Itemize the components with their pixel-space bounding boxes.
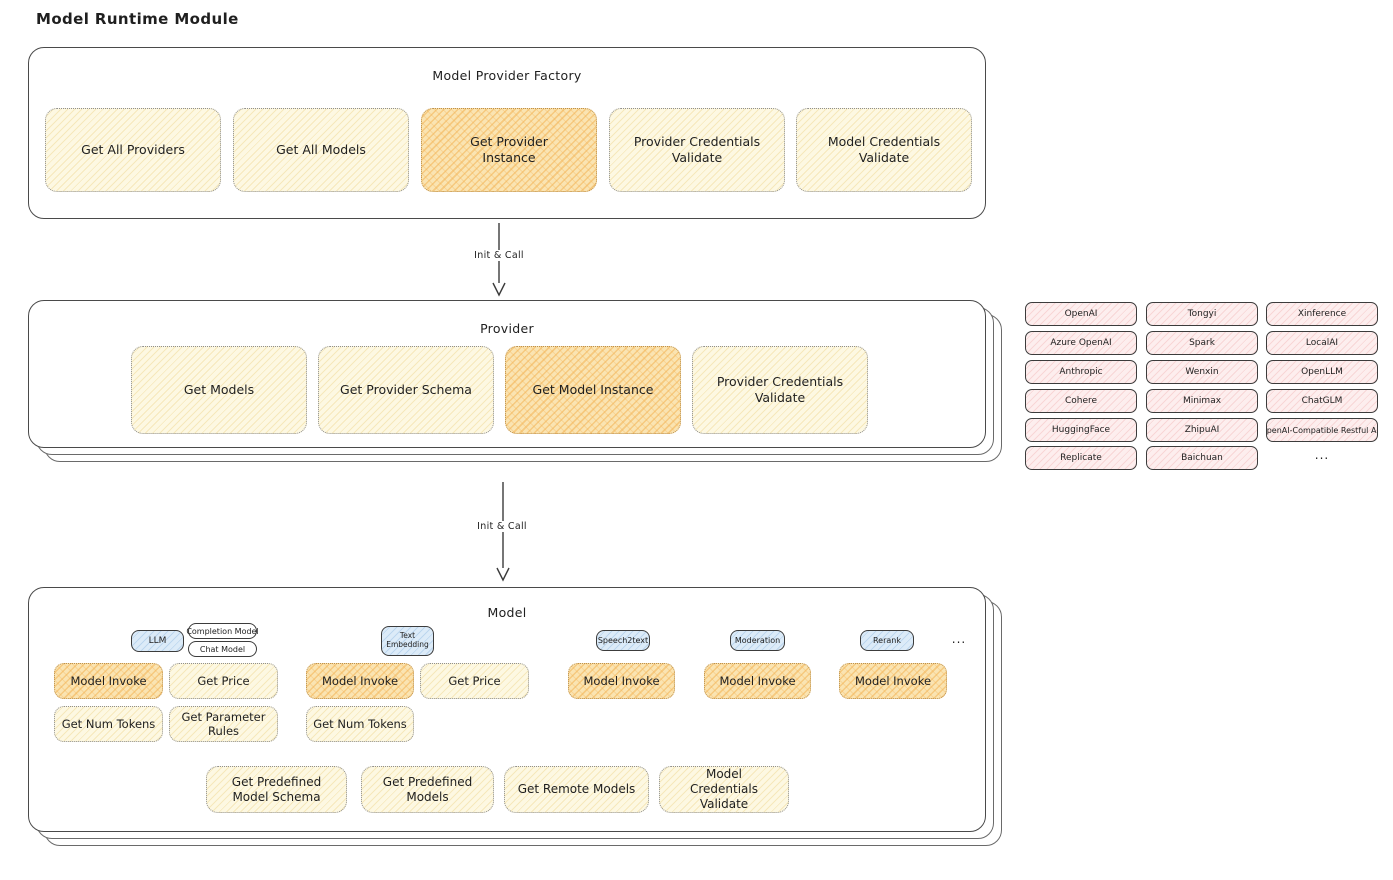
get-predefined-model-schema-box: Get Predefined Model Schema bbox=[206, 766, 347, 813]
vendor-chatglm: ChatGLM bbox=[1266, 389, 1378, 413]
get-predefined-models-box: Get Predefined Models bbox=[361, 766, 494, 813]
vendor-huggingface: HuggingFace bbox=[1025, 418, 1137, 442]
provider-credentials-validate-box: Provider Credentials Validate bbox=[609, 108, 785, 192]
model-invoke-moderation-box: Model Invoke bbox=[704, 663, 811, 699]
get-provider-schema-box: Get Provider Schema bbox=[318, 346, 494, 434]
vendor-zhipuai: ZhipuAI bbox=[1146, 418, 1258, 442]
get-num-tokens-embedding-box: Get Num Tokens bbox=[306, 706, 414, 742]
vendor-baichuan: Baichuan bbox=[1146, 446, 1258, 470]
tab-speech2text: Speech2text bbox=[596, 630, 650, 651]
vendor-cohere: Cohere bbox=[1025, 389, 1137, 413]
vendor-ellipsis: ... bbox=[1314, 448, 1330, 462]
factory-panel: Model Provider Factory Get All Providers… bbox=[28, 47, 986, 219]
model-panel: Model LLM Completion Model Chat Model Te… bbox=[28, 587, 986, 832]
page-title: Model Runtime Module bbox=[36, 10, 239, 28]
get-model-instance-box: Get Model Instance bbox=[505, 346, 681, 434]
vendor-openllm: OpenLLM bbox=[1266, 360, 1378, 384]
get-all-providers-box: Get All Providers bbox=[45, 108, 221, 192]
model-credentials-validate-box-2: Model Credentials Validate bbox=[659, 766, 789, 813]
factory-title: Model Provider Factory bbox=[432, 68, 582, 83]
vendor-wenxin: Wenxin bbox=[1146, 360, 1258, 384]
tab-rerank: Rerank bbox=[860, 630, 914, 651]
vendor-openai: OpenAI bbox=[1025, 302, 1137, 326]
tab-text-embedding: Text Embedding bbox=[381, 626, 434, 656]
provider-panel: Provider Get Models Get Provider Schema … bbox=[28, 300, 986, 448]
model-invoke-speech2text-box: Model Invoke bbox=[568, 663, 675, 699]
vendor-replicate: Replicate bbox=[1025, 446, 1137, 470]
tabs-ellipsis: ... bbox=[951, 632, 967, 646]
get-provider-instance-box: Get Provider Instance bbox=[421, 108, 597, 192]
arrow-init-call-2-icon bbox=[496, 482, 510, 582]
tab-completion-model: Completion Model bbox=[186, 623, 259, 639]
get-num-tokens-llm-box: Get Num Tokens bbox=[54, 706, 163, 742]
arrow1-label: Init & Call bbox=[459, 250, 539, 261]
vendor-anthropic: Anthropic bbox=[1025, 360, 1137, 384]
get-price-embedding-box: Get Price bbox=[420, 663, 529, 699]
tab-moderation: Moderation bbox=[730, 630, 785, 651]
model-invoke-embedding-box: Model Invoke bbox=[306, 663, 414, 699]
get-all-models-box: Get All Models bbox=[233, 108, 409, 192]
get-parameter-rules-box: Get Parameter Rules bbox=[169, 706, 278, 742]
provider-credentials-validate-box-2: Provider Credentials Validate bbox=[692, 346, 868, 434]
get-remote-models-box: Get Remote Models bbox=[504, 766, 649, 813]
model-invoke-rerank-box: Model Invoke bbox=[839, 663, 947, 699]
vendor-openai-compatible: OpenAI-Compatible Restful API bbox=[1266, 418, 1378, 442]
model-credentials-validate-box: Model Credentials Validate bbox=[796, 108, 972, 192]
tab-llm: LLM bbox=[131, 630, 184, 652]
provider-title: Provider bbox=[480, 321, 534, 336]
vendor-xinference: Xinference bbox=[1266, 302, 1378, 326]
arrow2-label: Init & Call bbox=[462, 521, 542, 532]
get-price-llm-box: Get Price bbox=[169, 663, 278, 699]
vendor-spark: Spark bbox=[1146, 331, 1258, 355]
model-title: Model bbox=[487, 605, 527, 620]
model-invoke-llm-box: Model Invoke bbox=[54, 663, 163, 699]
vendor-localai: LocalAI bbox=[1266, 331, 1378, 355]
vendor-tongyi: Tongyi bbox=[1146, 302, 1258, 326]
tab-chat-model: Chat Model bbox=[188, 641, 257, 657]
get-models-box: Get Models bbox=[131, 346, 307, 434]
vendor-azure-openai: Azure OpenAI bbox=[1025, 331, 1137, 355]
vendor-minimax: Minimax bbox=[1146, 389, 1258, 413]
